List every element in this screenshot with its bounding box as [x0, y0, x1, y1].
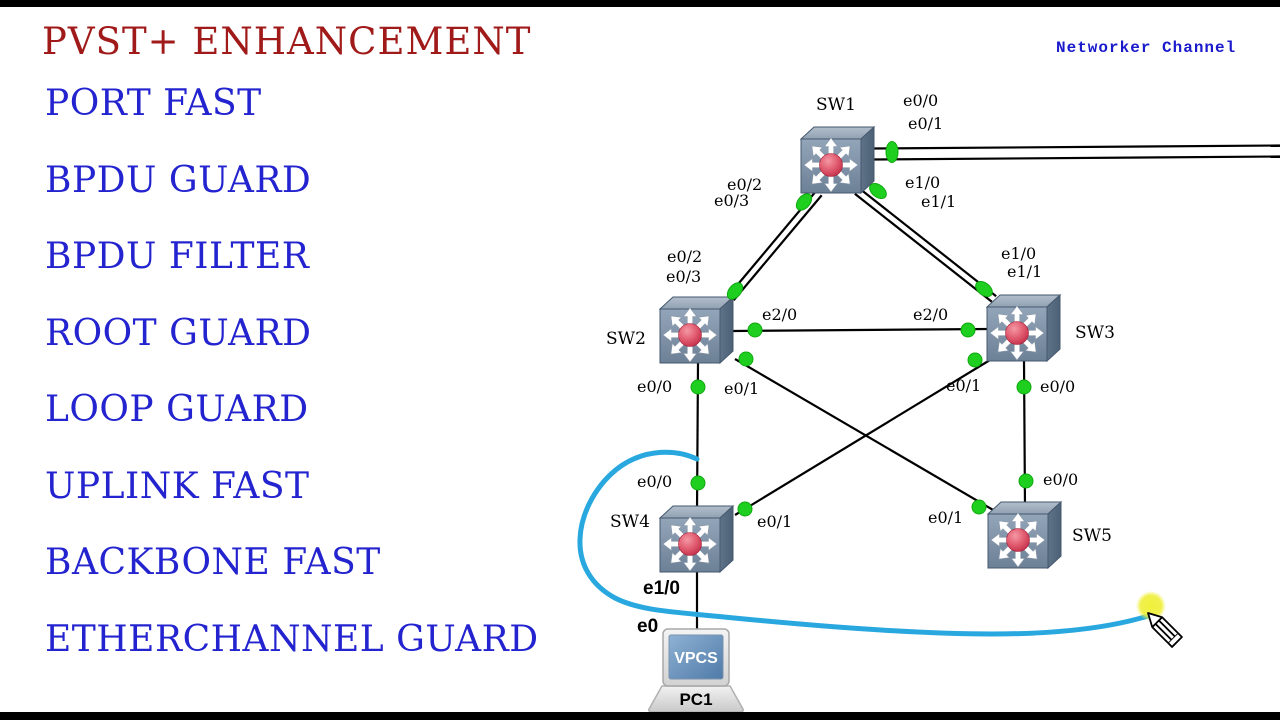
- port-status-dot: [1018, 473, 1034, 489]
- link-sw1-sw3: [854, 192, 993, 303]
- feature-list: PORT FAST BPDU GUARD BPDU FILTER ROOT GU…: [45, 86, 539, 698]
- letterbox-top: [0, 0, 1280, 7]
- port-status-dot: [795, 193, 813, 211]
- port-status-dot: [967, 352, 983, 368]
- feature-item-backbone-fast: BACKBONE FAST: [45, 542, 381, 583]
- switch-node-sw4[interactable]: [659, 505, 734, 573]
- nodes-group: [659, 126, 1062, 573]
- port-status-dot: [747, 322, 763, 338]
- pc-label: PC1: [679, 690, 712, 709]
- feature-item-port-fast: PORT FAST: [45, 83, 262, 124]
- feature-item-bpdu-filter: BPDU FILTER: [45, 236, 310, 277]
- port-status-dot: [726, 282, 744, 300]
- feature-item-etherchannel-guard: ETHERCHANNEL GUARD: [45, 618, 539, 660]
- freehand-annotation: [577, 449, 1151, 637]
- port-status-dot: [885, 141, 899, 163]
- switch-node-sw3[interactable]: [986, 294, 1061, 362]
- switch-node-sw5[interactable]: [987, 501, 1062, 569]
- switch-node-sw1[interactable]: [800, 126, 875, 194]
- letterbox-bottom: [0, 712, 1280, 720]
- link-sw2-sw3: [732, 327, 991, 333]
- port-status-dot: [738, 351, 754, 367]
- feature-item-root-guard: ROOT GUARD: [45, 312, 312, 354]
- pc-screen-text: VPCS: [674, 650, 718, 667]
- link-sw1-edge: [871, 144, 1280, 150]
- switch-node-sw2[interactable]: [659, 296, 734, 364]
- link-sw1-sw3: [858, 187, 997, 298]
- port-status-dot: [1016, 379, 1032, 395]
- link-sw1-sw2: [732, 194, 823, 301]
- pc-screen: [668, 634, 724, 680]
- pc-node-pc1[interactable]: VPCS PC1: [648, 628, 744, 713]
- port-status-dot: [960, 322, 976, 338]
- link-sw3-sw4: [734, 359, 991, 516]
- page-title: PVST+ ENHANCEMENT: [42, 20, 532, 63]
- feature-item-bpdu-guard: BPDU GUARD: [45, 159, 312, 201]
- port-status-dots: [690, 141, 1034, 517]
- link-sw2-sw5: [734, 358, 1001, 515]
- port-status-dot: [971, 499, 987, 515]
- channel-watermark: Networker Channel: [1056, 39, 1237, 57]
- pencil-cursor: [1136, 591, 1183, 648]
- link-sw1-edge: [872, 155, 1280, 161]
- feature-item-loop-guard: LOOP GUARD: [45, 389, 309, 430]
- port-status-dot: [869, 182, 887, 200]
- port-status-dot: [737, 501, 753, 517]
- port-status-dot: [690, 379, 706, 395]
- feature-item-uplink-fast: UPLINK FAST: [45, 465, 310, 507]
- highlight-glow: [1136, 591, 1166, 621]
- port-status-dot: [690, 475, 706, 491]
- port-status-dot: [975, 280, 993, 298]
